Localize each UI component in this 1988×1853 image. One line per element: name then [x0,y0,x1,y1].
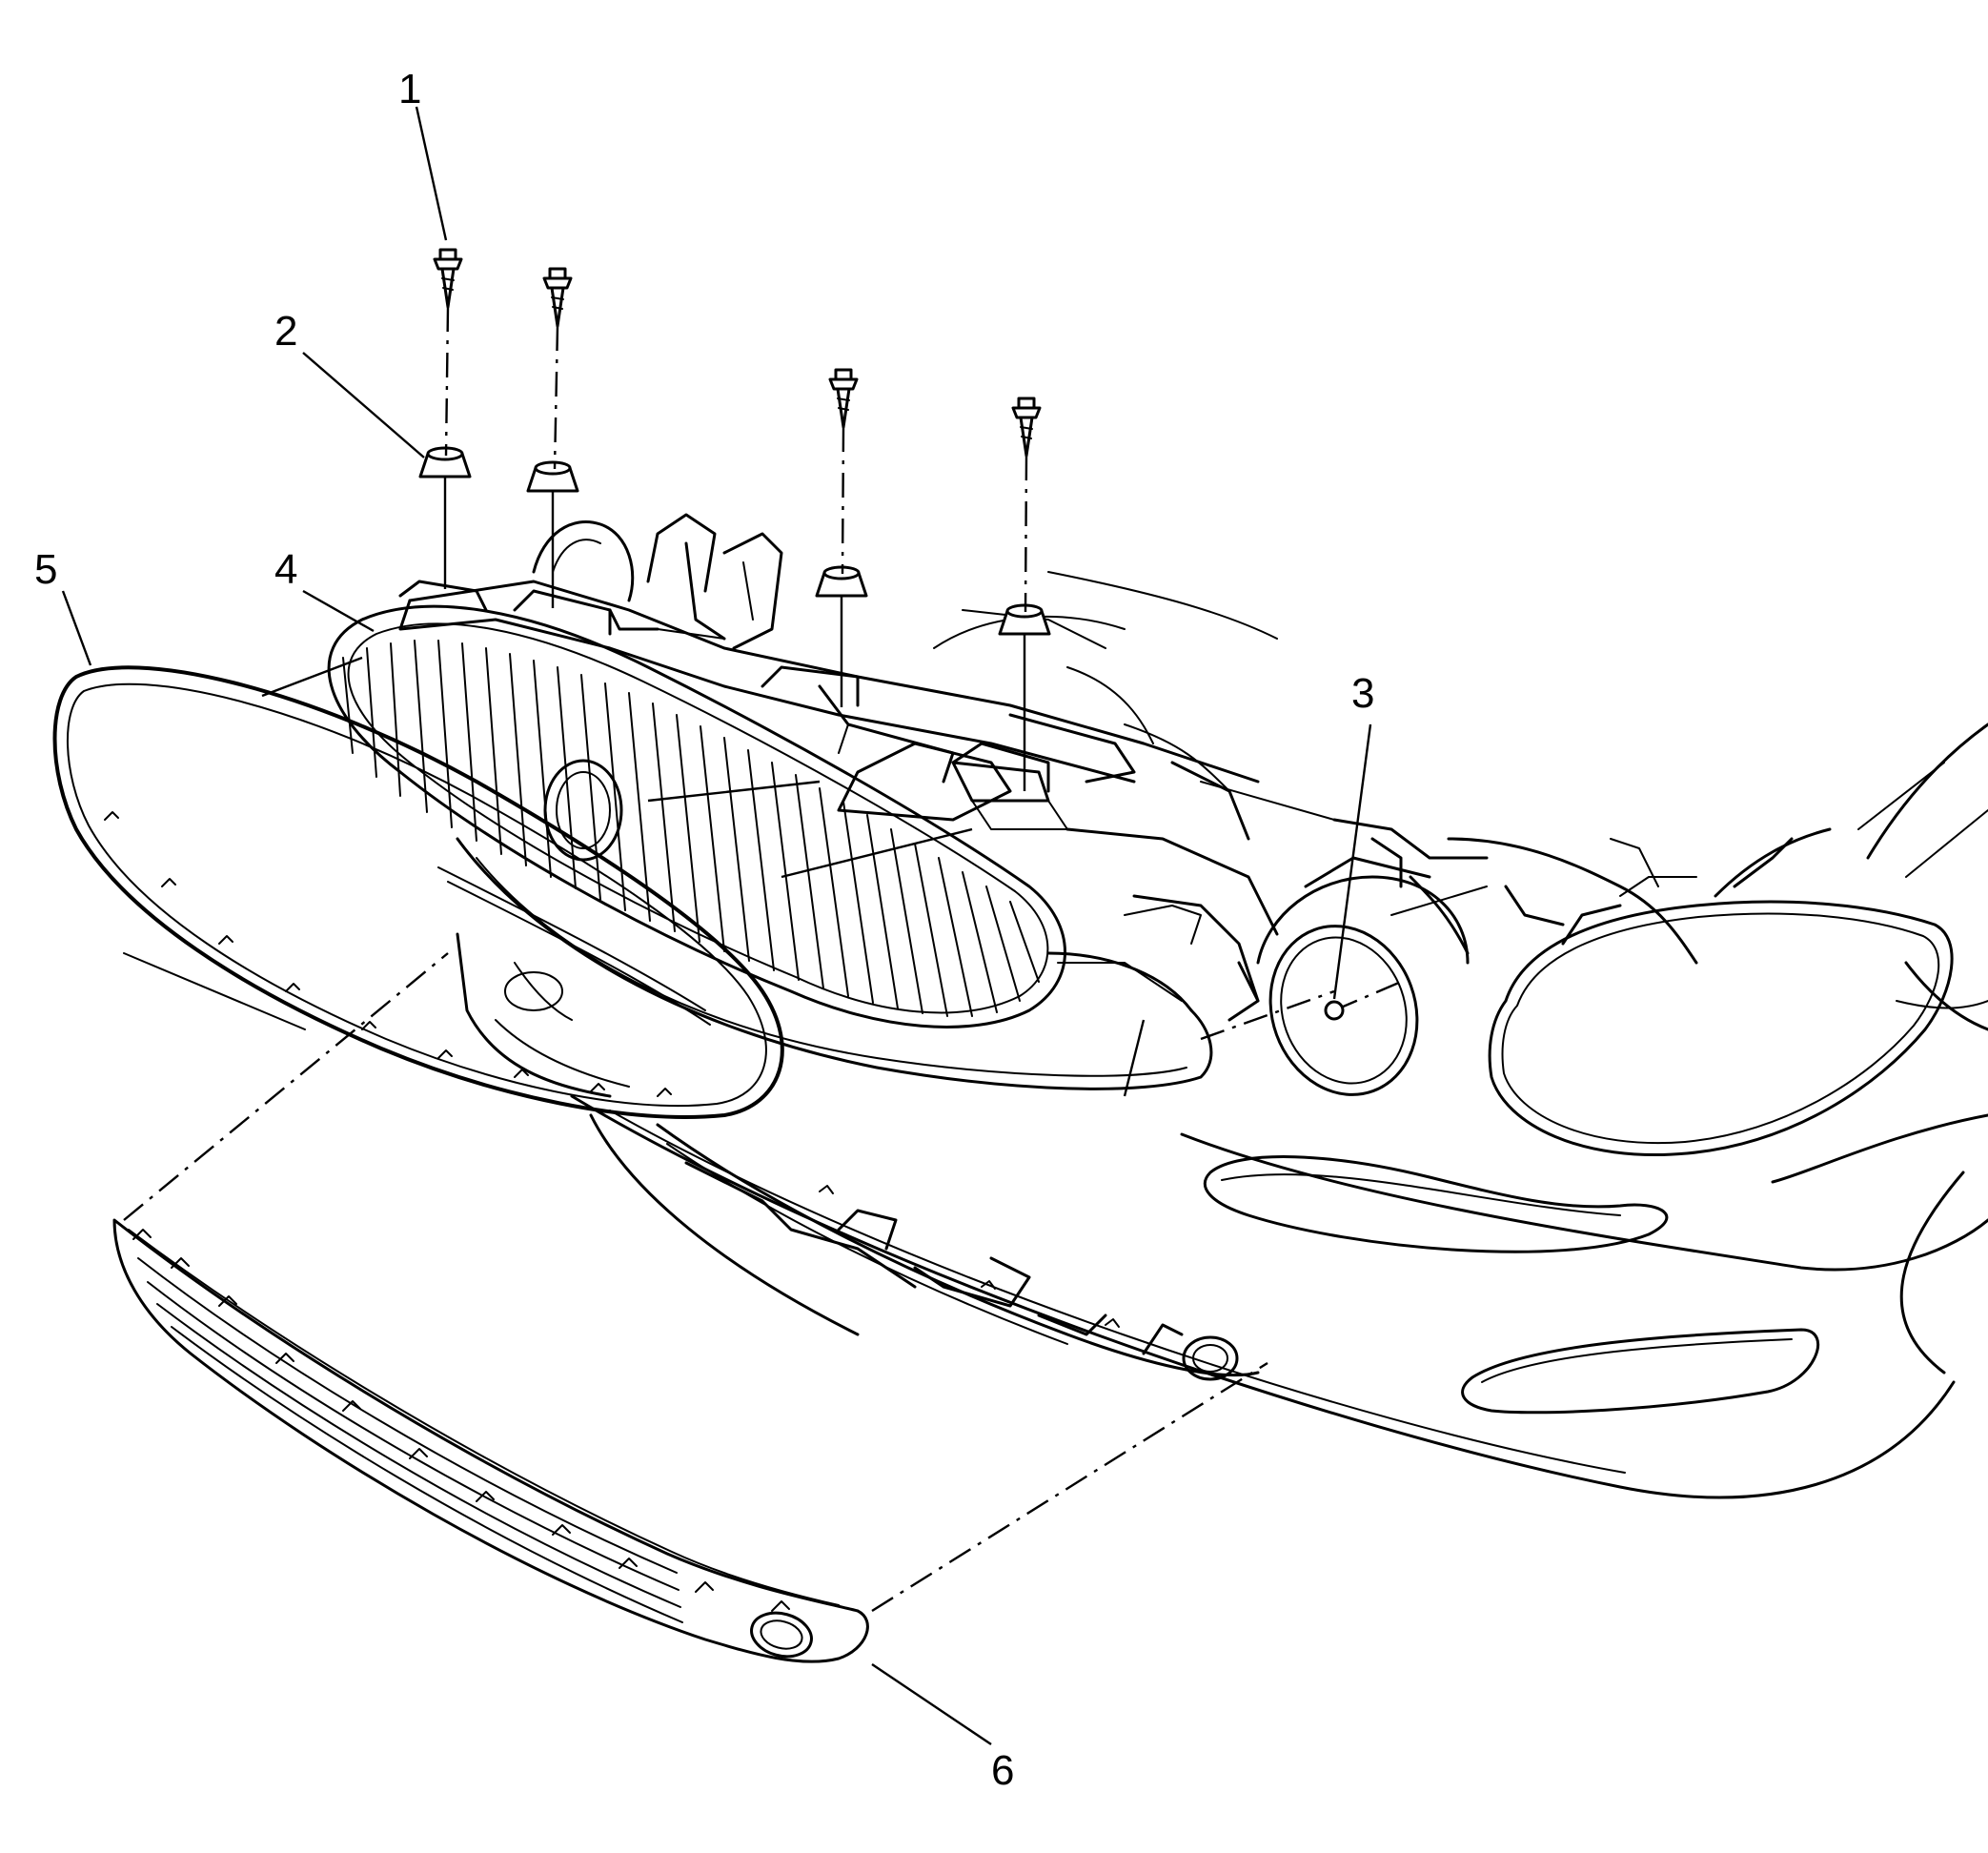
leader-3 [1332,723,1372,1000]
grommet-icon [998,603,1051,636]
radiator-support [398,580,1698,1022]
leader-1 [415,106,448,241]
push-pin-icon [542,267,573,328]
grommets [418,446,1051,636]
grommet-icon [526,460,579,493]
radiator-grille [327,580,1213,1098]
push-pin-icon [433,248,463,309]
leader-5 [61,590,92,666]
emblem-icon [543,759,623,862]
lower-grille [112,1218,869,1663]
fog-lamp-opening [750,1611,813,1659]
grommet-icon [418,446,472,479]
headlamp-mount-hole [1324,1000,1345,1021]
callout-3: 3 [1351,670,1374,717]
callout-6: 6 [991,1747,1014,1794]
headlamp-left [1256,856,1488,1096]
leader-4 [302,589,375,633]
front-fascia [570,571,1988,1499]
leader-6 [871,1663,992,1745]
grille-surround-molding [52,665,784,1119]
lower-fascia-opening [656,1123,1260,1381]
callout-labels: 1 2 3 4 5 6 [34,66,1374,1794]
callout-1: 1 [398,66,421,112]
callout-2: 2 [274,308,297,355]
push-pin-icon [828,368,859,429]
engine-bay-components [532,513,783,650]
push-pin-icon [1011,397,1042,458]
leader-2 [302,352,425,458]
headlamp-right [1488,762,1988,1156]
assembly-lines [123,306,1402,1613]
leader-lines [61,106,1372,1745]
push-pin-retainers [433,248,1042,458]
callout-5: 5 [34,546,57,593]
grille-vertical-bars [342,640,1040,1017]
callout-4: 4 [274,546,297,593]
